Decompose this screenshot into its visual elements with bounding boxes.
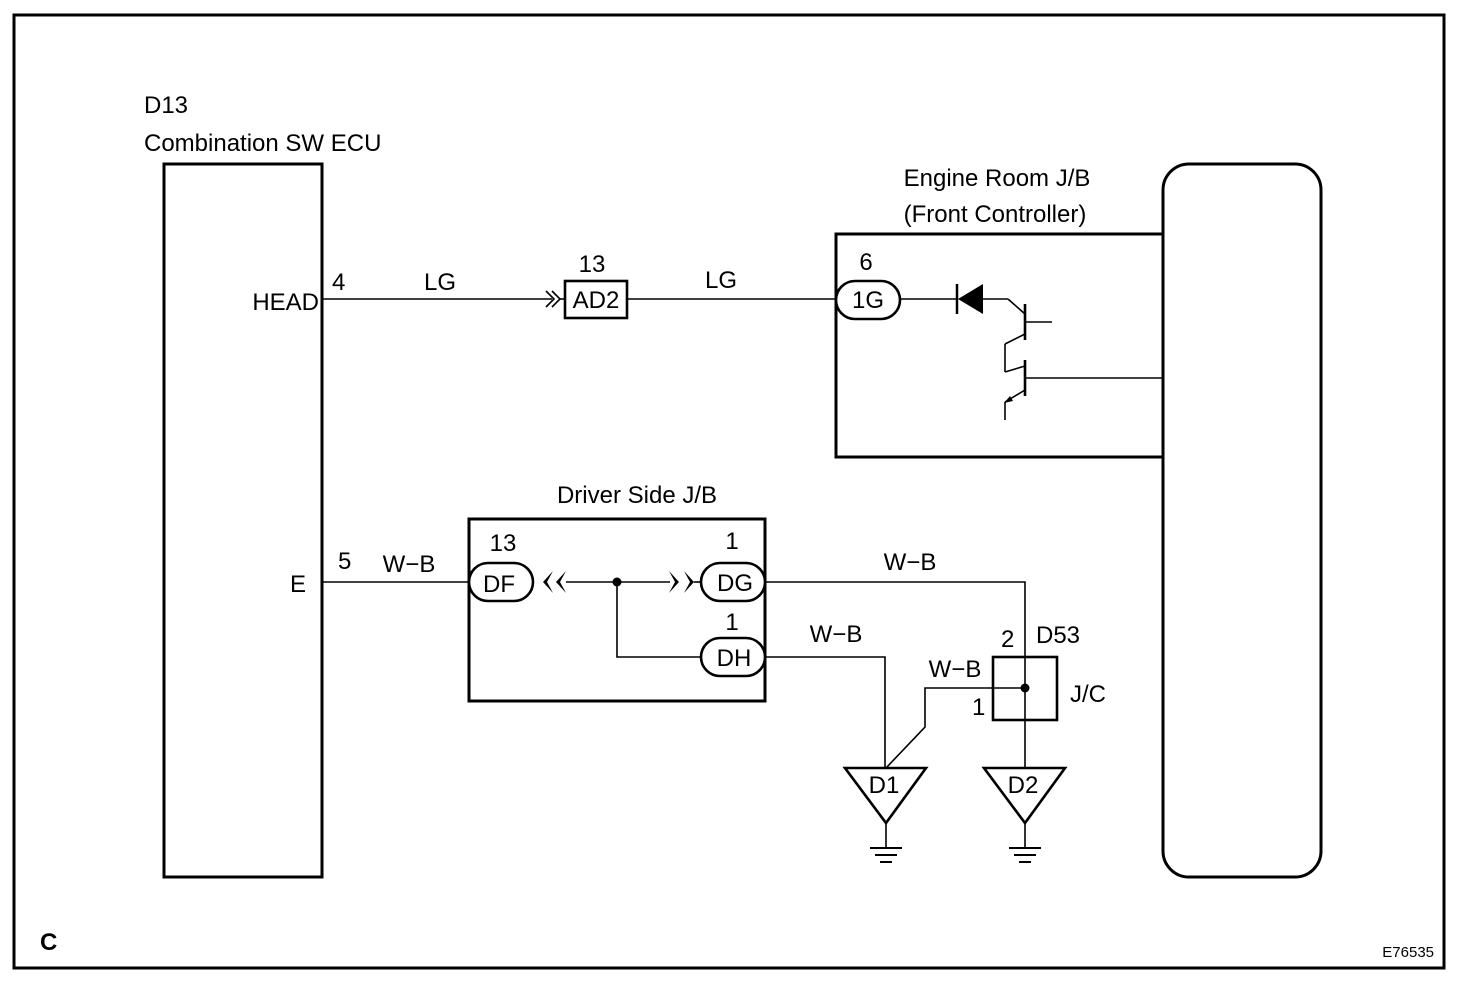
ecu-pin-e-label: E xyxy=(290,571,306,598)
connector-df-code: DF xyxy=(483,571,515,598)
ecu-pin-head-label: HEAD xyxy=(252,289,319,316)
male-terminal-icon xyxy=(669,571,694,593)
jc-label: J/C xyxy=(1070,681,1106,708)
engine-jb-box xyxy=(834,232,1163,459)
jc-pin-1: 1 xyxy=(972,694,985,721)
wire-wb-dg-to-jc xyxy=(765,581,1026,657)
connector-1g-code: 1G xyxy=(852,287,884,314)
engine-jb-pin: 6 xyxy=(859,249,872,276)
connector-dg-code: DG xyxy=(717,570,753,597)
wire-wb-dh-to-d1 xyxy=(765,656,886,768)
figure-code: E76535 xyxy=(1382,944,1434,961)
engine-jb-title-line1: Engine Room J/B xyxy=(904,165,1091,192)
jc-pin-2: 2 xyxy=(1001,626,1014,653)
wire-color-lg-1: LG xyxy=(424,269,456,296)
ground-d1-label: D1 xyxy=(869,772,900,799)
ground-d1-icon xyxy=(842,766,929,863)
connector-ad2-pin: 13 xyxy=(579,251,606,278)
connector-dg-pin: 1 xyxy=(725,528,738,555)
wire-splice-to-dh xyxy=(616,582,702,658)
engine-jb-title-line2: (Front Controller) xyxy=(904,201,1087,228)
ecu-code: D13 xyxy=(144,92,188,119)
wire-color-wb-2: W−B xyxy=(884,549,937,576)
diode-icon xyxy=(955,284,983,314)
ecu-pin-head-number: 4 xyxy=(332,269,345,296)
ecu-box xyxy=(162,162,324,879)
ground-d2-label: D2 xyxy=(1008,772,1039,799)
ecu-name: Combination SW ECU xyxy=(144,130,381,157)
wire-color-wb-1: W−B xyxy=(383,551,436,578)
transistor-pair-icon xyxy=(1004,298,1163,420)
wire-color-wb-3: W−B xyxy=(810,621,863,648)
female-terminal-icon xyxy=(543,571,566,593)
ground-d2-icon xyxy=(981,766,1068,863)
connector-df-pill xyxy=(467,561,535,603)
wire-color-wb-4: W−B xyxy=(929,656,982,683)
wire-wb-jc-to-d1 xyxy=(885,687,1025,769)
driver-jb-title: Driver Side J/B xyxy=(557,482,717,509)
ecu-pin-e-number: 5 xyxy=(338,548,351,575)
wire-color-lg-2: LG xyxy=(705,267,737,294)
connector-dh-pin: 1 xyxy=(725,609,738,636)
connector-ad2-code: AD2 xyxy=(573,287,620,314)
diagram-frame xyxy=(12,13,1446,970)
connector-df-pin: 13 xyxy=(490,530,517,557)
jc-code: D53 xyxy=(1036,622,1080,649)
connector-1g-pill xyxy=(834,279,902,321)
corner-letter: C xyxy=(40,929,57,956)
connector-dh-code: DH xyxy=(717,645,752,672)
right-unit-box xyxy=(1161,162,1323,879)
